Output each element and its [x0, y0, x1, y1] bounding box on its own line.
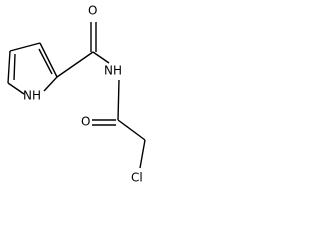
oxygen-top-label: O — [88, 4, 97, 18]
bond-c5-n1 — [7, 82, 25, 95]
chemical-structure-diagram: O NH NH O Cl — [7, 4, 146, 185]
bond-nh-acyl — [117, 79, 120, 121]
bond-c4-c5 — [7, 50, 11, 84]
bond-acyl-ch2 — [117, 119, 146, 141]
amide-group — [56, 22, 120, 121]
amide-nh-label: NH — [104, 64, 122, 78]
bond-c2-carbonyl — [56, 51, 94, 78]
bond-c4-c5-inner — [13, 53, 16, 81]
pyrrole-ring — [7, 42, 58, 95]
bond-c2-c3-inner — [38, 48, 53, 75]
oxygen-bottom-label: O — [81, 115, 90, 129]
bond-ch2-cl — [139, 139, 146, 169]
bond-c3-c4 — [9, 42, 41, 52]
chlorine-label: Cl — [131, 171, 143, 185]
bond-carbonyl-nh — [92, 51, 110, 64]
bond-c2-c3 — [39, 42, 58, 78]
bond-n1-c2 — [43, 76, 58, 92]
chloroacetyl-group — [92, 119, 146, 169]
pyrrole-nh-label: NH — [23, 89, 41, 103]
